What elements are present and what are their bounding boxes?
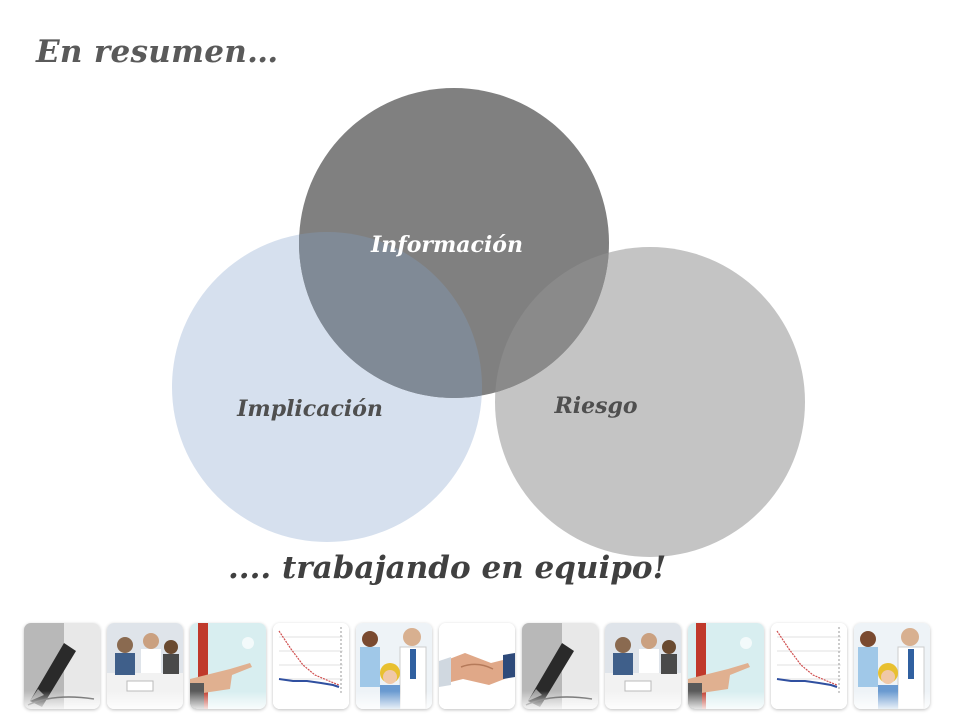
venn-label-implicacion: Implicación: [236, 396, 383, 422]
thumbnail-pointing-hand: [688, 623, 764, 709]
slide-title: En resumen…: [36, 34, 279, 70]
venn-label-informacion: Información: [370, 232, 523, 258]
thumbnail-handshake: [439, 623, 515, 709]
thumbnail-pointing-hand: [190, 623, 266, 709]
thumbnail-line-chart: [273, 623, 349, 709]
thumbnail-line-chart: [771, 623, 847, 709]
thumbnail-fountain-pen: [24, 623, 100, 709]
tagline: .... trabajando en equipo!: [228, 550, 667, 586]
thumbnail-fountain-pen: [522, 623, 598, 709]
photo-strip: [24, 623, 930, 709]
thumbnail-meeting: [605, 623, 681, 709]
venn-overlap-informacion-riesgo: [495, 247, 609, 398]
thumbnail-doctors-team: [356, 623, 432, 709]
thumbnail-meeting: [107, 623, 183, 709]
venn-label-riesgo: Riesgo: [553, 393, 637, 419]
thumbnail-doctors-team: [854, 623, 930, 709]
